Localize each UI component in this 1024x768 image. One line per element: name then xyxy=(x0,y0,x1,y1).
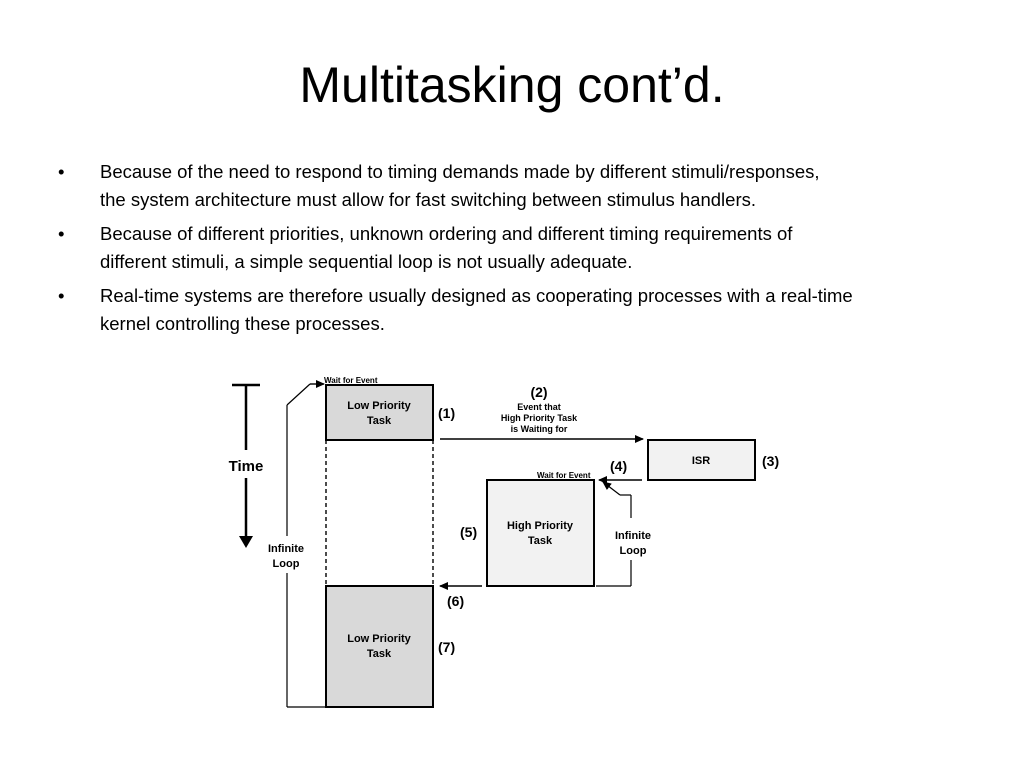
slide-title: Multitasking cont’d. xyxy=(299,57,725,113)
bullet-marker: • xyxy=(58,285,65,306)
low-priority-task-top xyxy=(325,384,434,441)
bullet-text-line: Because of different priorities, unknown… xyxy=(100,223,793,244)
high-task-label: Task xyxy=(528,535,553,547)
low-task-bottom-label: Task xyxy=(367,648,392,660)
step-2-label: (2) xyxy=(530,384,547,400)
low-task-bottom-label: Low Priority xyxy=(347,633,411,645)
left-loop-label: Loop xyxy=(273,558,300,570)
isr-label: ISR xyxy=(692,455,710,467)
bullet-text-line: different stimuli, a simple sequential l… xyxy=(100,251,633,272)
high-task-label: High Priority xyxy=(507,520,574,532)
step-7-label: (7) xyxy=(438,639,455,655)
right-loop-label: Loop xyxy=(620,545,647,557)
right-loop-label: Infinite xyxy=(615,530,651,542)
event-label: is Waiting for xyxy=(511,424,568,434)
bullet-item: • Because of the need to respond to timi… xyxy=(58,158,958,214)
isr-box xyxy=(647,439,756,481)
bullet-list: • Because of the need to respond to timi… xyxy=(58,158,958,344)
time-arrow-head xyxy=(239,536,253,548)
event-label: High Priority Task xyxy=(501,413,578,423)
step-5-label: (5) xyxy=(460,524,477,540)
bullet-text-line: Because of the need to respond to timing… xyxy=(100,161,820,182)
bullet-text-line: Real-time systems are therefore usually … xyxy=(100,285,853,306)
bullet-marker: • xyxy=(58,223,65,244)
bullet-item: • Real-time systems are therefore usuall… xyxy=(58,282,958,338)
high-priority-task xyxy=(486,479,595,587)
low-priority-task-bottom xyxy=(325,585,434,708)
left-loop-diag xyxy=(286,383,311,406)
multitasking-diagram: Time Infinite Loop Wait for Event Low Pr… xyxy=(229,376,779,708)
wait-for-event-label: Wait for Event xyxy=(324,376,378,385)
step-4-label: (4) xyxy=(610,458,627,474)
wait-for-event-high-label: Wait for Event xyxy=(537,471,591,480)
low-task-top-label: Task xyxy=(367,415,392,427)
step-6-label: (6) xyxy=(447,593,464,609)
bullet-text-line: the system architecture must allow for f… xyxy=(100,189,757,210)
time-label: Time xyxy=(229,458,264,475)
step-3-label: (3) xyxy=(762,453,779,469)
event-label: Event that xyxy=(517,402,561,412)
left-loop-label: Infinite xyxy=(268,543,304,555)
bullet-item: • Because of different priorities, unkno… xyxy=(58,220,958,276)
right-loop-arrow xyxy=(602,481,621,496)
step-1-label: (1) xyxy=(438,405,455,421)
bullet-marker: • xyxy=(58,161,65,182)
bullet-text-line: kernel controlling these processes. xyxy=(100,313,385,334)
low-task-top-label: Low Priority xyxy=(347,400,411,412)
